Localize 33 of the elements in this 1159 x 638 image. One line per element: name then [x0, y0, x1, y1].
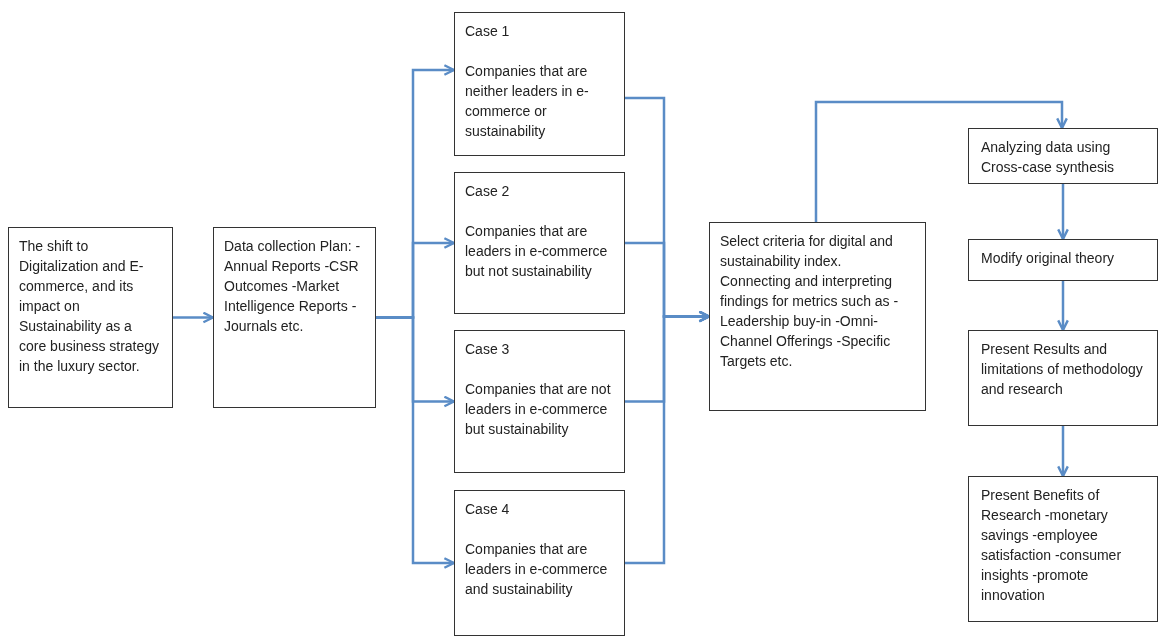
process-box	[968, 239, 1158, 281]
box-text: Analyzing data using Cross-case synthesis	[981, 138, 1116, 177]
process-box	[213, 227, 376, 408]
process-box	[709, 222, 926, 411]
box-text: Companies that are leaders in e-commerce and sustainability	[465, 540, 609, 599]
box-text: Companies that are not leaders in e-commerce but sustainability	[465, 380, 612, 439]
box-text: Data collection Plan: -Annual Reports -CSR Outcomes -Market Intelligence Reports -Journals etc.	[224, 237, 362, 336]
box-text: Select criteria for digital and sustainability index. Connecting and interpreting findings for metrics such as -Leadership buy-in -Omni-Channel Offerings -Specific Targets etc.	[720, 232, 900, 371]
box-heading: Case 3	[465, 340, 511, 359]
process-box	[968, 476, 1158, 622]
box-heading: Case 2	[465, 182, 511, 201]
arrow	[376, 316, 456, 569]
box-text: Modify original theory	[981, 249, 1116, 268]
case-box	[454, 172, 625, 314]
box-text: Present Benefits of Research -monetary savings -employee satisfaction -consumer insights -promote innovation	[981, 486, 1123, 605]
arrow	[1057, 426, 1069, 478]
case-box	[454, 490, 625, 636]
box-text: Present Results and limitations of methodology and research	[981, 340, 1144, 399]
case-box	[454, 330, 625, 473]
process-box	[968, 330, 1158, 426]
box-heading: Case 1	[465, 22, 511, 41]
arrow	[1057, 281, 1069, 332]
arrow	[173, 311, 215, 324]
process-box	[968, 128, 1158, 184]
box-heading: Case 4	[465, 500, 511, 519]
process-box	[8, 227, 173, 408]
arrow	[814, 100, 1068, 222]
case-box	[454, 12, 625, 156]
arrow	[1057, 184, 1069, 241]
box-text: The shift to Digitalization and E-commerce, and its impact on Sustainability as a core business strategy in the luxury sector.	[19, 237, 161, 376]
box-text: Companies that are leaders in e-commerce but not sustainability	[465, 222, 609, 281]
arrow	[625, 310, 711, 565]
box-text: Companies that are neither leaders in e-commerce or sustainability	[465, 62, 590, 141]
